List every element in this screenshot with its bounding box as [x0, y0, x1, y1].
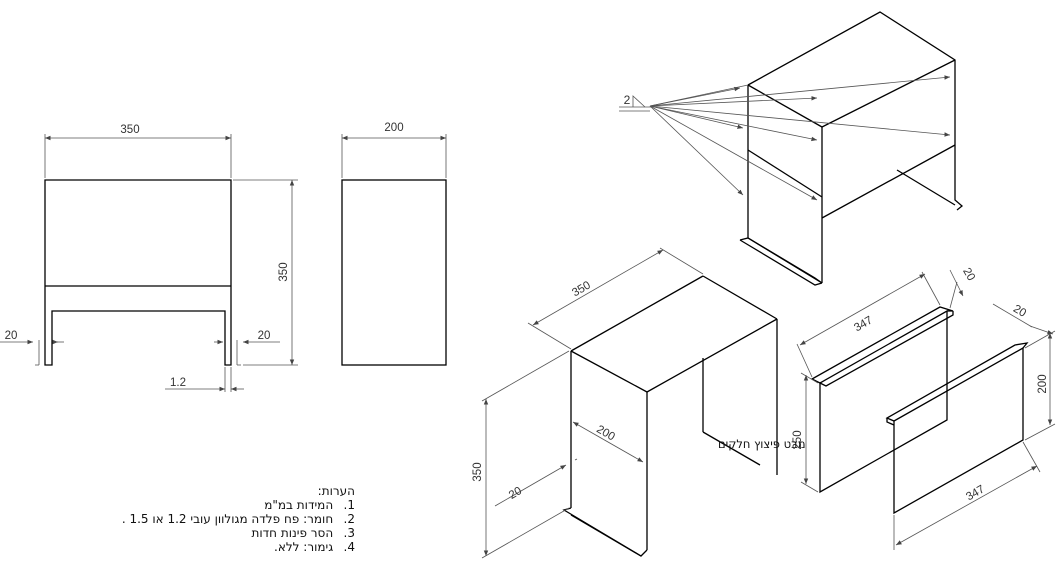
exploded-part-right: 20 200 347: [885, 303, 1056, 550]
note-number: 3.: [343, 526, 355, 540]
note-number: 2.: [343, 512, 355, 526]
note-number: 1.: [343, 498, 355, 512]
note-number: 4.: [343, 540, 355, 554]
note-text: חומר: פח פלדה מגולוון עובי 1.2 או 1.5 .: [121, 512, 334, 526]
perspective-view: 2: [619, 11, 964, 286]
notes-title: הערות:: [317, 484, 355, 498]
note-item: 1. המידות במ"מ: [122, 498, 355, 512]
side-width-label: 200: [384, 122, 403, 134]
left-flange-dimension: 20: [0, 330, 64, 345]
note-item: 2. חומר: פח פלדה מגולוון עובי 1.2 או 1.5…: [122, 512, 355, 526]
side-view: [341, 179, 447, 366]
exploded-view-caption: מבט פיצוץ חלקים: [718, 437, 806, 451]
assembled-isometric-view: 350 350 200 20: [472, 247, 778, 559]
note-text: המידות במ"מ: [264, 498, 334, 512]
part-length-a-label: 347: [852, 314, 875, 334]
part-flange-a-label: 20: [960, 266, 977, 283]
part-flange-b-label: 20: [1011, 303, 1028, 320]
note-item: 3. הסר פינות חדות: [122, 526, 355, 540]
note-text: גימור: ללא.: [274, 540, 334, 554]
note-text: הסר פינות חדות: [251, 526, 334, 540]
part-height-a-label: 250: [792, 430, 804, 449]
right-flange-dimension: 20: [214, 330, 280, 345]
side-width-dimension: 200: [341, 122, 447, 178]
front-width-dimension: 350: [44, 124, 232, 178]
front-view: [35, 179, 241, 366]
part-height-b-label: 200: [1037, 374, 1049, 393]
detail-callout-label: 2: [624, 93, 631, 107]
iso-width-label: 350: [570, 279, 593, 299]
front-height-dimension: 350: [233, 179, 298, 366]
iso-flange-label: 20: [507, 485, 524, 502]
note-item: 4. גימור: ללא.: [122, 540, 355, 554]
thickness-dimension: 1.2: [165, 367, 244, 392]
front-height-label: 350: [278, 262, 290, 281]
exploded-part-left: 347 20 250: [792, 266, 977, 494]
thickness-label: 1.2: [170, 377, 186, 389]
right-flange-label: 20: [258, 330, 271, 342]
left-flange-label: 20: [5, 330, 18, 342]
notes-block: הערות: 1. המידות במ"מ 2. חומר: פח פלדה מ…: [122, 484, 355, 554]
front-width-label: 350: [120, 124, 139, 136]
iso-height-label: 350: [472, 462, 484, 481]
